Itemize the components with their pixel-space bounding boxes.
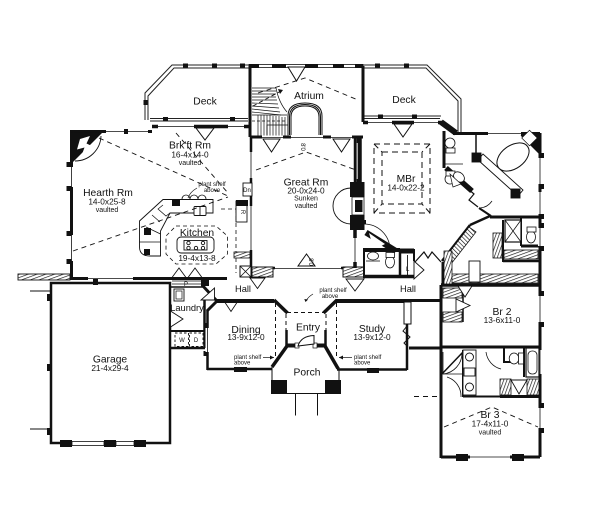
- svg-text:D: D: [194, 338, 199, 344]
- svg-text:Kitchen: Kitchen: [180, 228, 215, 239]
- svg-text:above: above: [322, 294, 339, 300]
- svg-text:Deck: Deck: [193, 97, 217, 108]
- svg-text:plant shelf: plant shelf: [198, 182, 226, 188]
- svg-text:Atrium: Atrium: [294, 91, 324, 102]
- svg-text:Hall: Hall: [235, 284, 251, 294]
- svg-text:Br 2: Br 2: [493, 307, 512, 318]
- svg-text:vaulted: vaulted: [295, 203, 318, 210]
- svg-text:vaulted: vaulted: [479, 430, 502, 437]
- svg-text:MBr: MBr: [397, 174, 416, 185]
- svg-text:L: L: [406, 267, 410, 273]
- svg-text:Study: Study: [359, 324, 386, 335]
- svg-text:20-0x24-0: 20-0x24-0: [287, 186, 325, 196]
- svg-text:Garage: Garage: [93, 355, 128, 366]
- svg-text:8'0: 8'0: [307, 258, 313, 266]
- svg-text:plant shelf: plant shelf: [354, 355, 382, 361]
- svg-text:above: above: [354, 361, 371, 367]
- svg-text:above: above: [204, 188, 221, 194]
- svg-text:14-0x22-2: 14-0x22-2: [387, 183, 425, 193]
- svg-text:above: above: [234, 361, 251, 367]
- svg-text:Laundry: Laundry: [170, 303, 204, 313]
- svg-text:Deck: Deck: [392, 95, 416, 106]
- svg-text:Dining: Dining: [231, 325, 260, 336]
- svg-text:Brk'ft Rm: Brk'ft Rm: [169, 141, 211, 152]
- svg-text:8'0: 8'0: [299, 143, 305, 151]
- svg-text:Porch: Porch: [294, 368, 321, 379]
- svg-text:21-4x29-4: 21-4x29-4: [91, 363, 129, 373]
- svg-text:Great Rm: Great Rm: [284, 178, 329, 189]
- svg-text:vaulted: vaulted: [96, 207, 119, 214]
- svg-text:14-0x25-8: 14-0x25-8: [88, 197, 126, 207]
- svg-text:Hall: Hall: [400, 284, 416, 294]
- svg-text:vaulted: vaulted: [179, 160, 202, 167]
- svg-text:16-4x14-0: 16-4x14-0: [171, 150, 209, 160]
- svg-text:13-9x12-0: 13-9x12-0: [227, 332, 265, 342]
- svg-text:13-6x11-0: 13-6x11-0: [484, 315, 521, 325]
- svg-text:Hearth Rm: Hearth Rm: [83, 188, 133, 199]
- svg-text:17-4x11-0: 17-4x11-0: [472, 419, 509, 429]
- svg-text:13-9x12-0: 13-9x12-0: [353, 332, 391, 342]
- svg-text:W: W: [179, 338, 185, 344]
- svg-text:Entry: Entry: [296, 323, 321, 334]
- svg-text:Dn: Dn: [243, 188, 251, 194]
- svg-text:R: R: [239, 210, 245, 215]
- svg-text:Br 3: Br 3: [481, 410, 500, 421]
- svg-text:plant shelf: plant shelf: [319, 288, 347, 294]
- svg-text:19-4x13-8: 19-4x13-8: [178, 253, 216, 263]
- svg-text:plant shelf: plant shelf: [234, 355, 262, 361]
- svg-text:Sunken: Sunken: [294, 196, 318, 203]
- svg-text:P: P: [184, 282, 188, 288]
